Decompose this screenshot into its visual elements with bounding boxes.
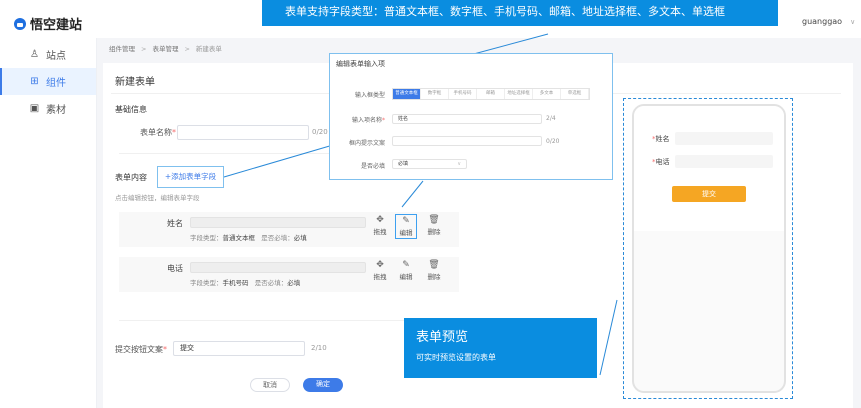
- field-row-phone: 电话 字段类型：手机号码 是否必填：必填 ✥拖拽 ✎编辑 🗑删除: [119, 257, 459, 292]
- user-name: guanggao: [802, 17, 843, 26]
- chevron-down-icon: ∨: [850, 18, 856, 26]
- phone-content: *姓名 *电话 提交: [634, 106, 784, 231]
- field-row-name: 姓名 字段类型：普通文本框 是否必填：必填 ✥拖拽 ✎编辑 🗑删除: [119, 212, 459, 247]
- preview-callout: 表单预览 可实时预览设置的表单: [404, 318, 597, 378]
- field-preview-bar: [190, 262, 366, 273]
- edit-field-dialog: 编辑表单输入项 输入框类型 普通文本框 数字框 手机号码 邮箱 地址选择框 多文…: [329, 53, 613, 180]
- logo[interactable]: 悟空建站: [14, 14, 82, 33]
- preview-input-name[interactable]: [675, 132, 773, 145]
- type-option-text[interactable]: 普通文本框: [393, 89, 421, 99]
- field-meta: 字段类型：手机号码 是否必填：必填: [190, 279, 301, 287]
- breadcrumb-item[interactable]: 表单管理: [152, 45, 179, 53]
- page-title: 新建表单: [115, 77, 155, 88]
- type-selector: 普通文本框 数字框 手机号码 邮箱 地址选择框 多文本 单选框: [392, 88, 590, 100]
- preview-callout-desc: 可实时预览设置的表单: [416, 353, 496, 362]
- chevron-right-icon: >: [141, 45, 147, 53]
- type-option-phone[interactable]: 手机号码: [449, 89, 477, 99]
- breadcrumb-current: 新建表单: [195, 45, 222, 53]
- delete-button[interactable]: 🗑删除: [423, 214, 445, 239]
- delete-button[interactable]: 🗑删除: [423, 259, 445, 284]
- field-meta: 字段类型：普通文本框 是否必填：必填: [190, 234, 307, 242]
- drag-button[interactable]: ✥拖拽: [369, 259, 391, 284]
- submit-text-input[interactable]: 提交: [173, 341, 305, 356]
- sidebar-item-component[interactable]: ⊞ 组件: [0, 68, 96, 95]
- name-input[interactable]: 姓名: [392, 114, 542, 124]
- type-label: 输入框类型: [354, 92, 385, 99]
- material-icon: ▣: [29, 103, 40, 114]
- name-count: 2/4: [546, 115, 556, 122]
- trash-icon: 🗑: [428, 260, 440, 270]
- add-field-button[interactable]: +添加表单字段: [157, 166, 224, 188]
- placeholder-count: 0/20: [546, 138, 560, 145]
- sidebar-item-site[interactable]: ♙ 站点: [0, 41, 96, 68]
- phone-preview: *姓名 *电话 提交: [632, 104, 786, 393]
- chevron-down-icon: ∨: [457, 161, 461, 167]
- trash-icon: 🗑: [428, 215, 440, 225]
- confirm-button[interactable]: 确定: [303, 378, 343, 392]
- type-option-email[interactable]: 邮箱: [477, 89, 505, 99]
- chevron-right-icon: >: [184, 45, 190, 53]
- required-select[interactable]: 必填∨: [392, 159, 467, 169]
- placeholder-input[interactable]: [392, 136, 542, 146]
- drag-icon: ✥: [376, 215, 384, 225]
- section-content: 表单内容: [115, 173, 147, 182]
- preview-input-phone[interactable]: [675, 155, 773, 168]
- edit-button[interactable]: ✎编辑: [395, 259, 417, 284]
- type-option-address[interactable]: 地址选择框: [505, 89, 533, 99]
- preview-label-phone: *电话: [652, 158, 670, 166]
- sidebar-item-label: 站点: [46, 51, 66, 62]
- placeholder-label: 框内提示文案: [348, 140, 385, 147]
- name-label: 输入项名称*: [351, 117, 385, 124]
- preview-submit-button[interactable]: 提交: [672, 186, 746, 202]
- edit-button[interactable]: ✎编辑: [395, 214, 417, 239]
- preview-highlight: [623, 98, 793, 399]
- cancel-button[interactable]: 取消: [250, 378, 290, 392]
- required-label: 是否必填: [360, 163, 385, 170]
- type-option-radio[interactable]: 单选框: [561, 89, 589, 99]
- logo-icon: [14, 17, 26, 30]
- field-preview-bar: [190, 217, 366, 228]
- preview-label-name: *姓名: [652, 135, 670, 143]
- sidebar-item-label: 素材: [46, 105, 66, 116]
- divider: [119, 320, 459, 321]
- submit-text-count: 2/10: [311, 344, 327, 352]
- form-name-count: 0/20: [312, 128, 328, 136]
- breadcrumb: 组件管理 > 表单管理 > 新建表单: [109, 43, 222, 53]
- type-option-textarea[interactable]: 多文本: [533, 89, 561, 99]
- user-menu[interactable]: guanggao ∨: [802, 17, 855, 26]
- field-types-callout: 表单支持字段类型：普通文本框、数字框、手机号码、邮箱、地址选择框、多文本、单选框: [262, 0, 778, 26]
- submit-text-label: 提交按钮文案*: [115, 345, 167, 354]
- form-name-input[interactable]: [177, 125, 309, 140]
- field-name: 姓名: [167, 219, 183, 228]
- drag-icon: ✥: [376, 260, 384, 270]
- form-name-label: 表单名称*: [140, 128, 176, 137]
- type-option-number[interactable]: 数字框: [421, 89, 449, 99]
- component-icon: ⊞: [30, 76, 39, 87]
- logo-text: 悟空建站: [30, 18, 83, 33]
- sidebar-item-material[interactable]: ▣ 素材: [0, 95, 96, 122]
- pencil-icon: ✎: [402, 216, 410, 226]
- field-name: 电话: [167, 264, 183, 273]
- pencil-icon: ✎: [402, 260, 410, 270]
- drag-button[interactable]: ✥拖拽: [369, 214, 391, 239]
- hint-text: 点击编辑按钮，编辑表单字段: [115, 194, 200, 202]
- sidebar: ♙ 站点 ⊞ 组件 ▣ 素材: [0, 38, 97, 408]
- dialog-title: 编辑表单输入项: [336, 60, 385, 68]
- site-icon: ♙: [30, 49, 39, 60]
- section-basic: 基础信息: [115, 105, 147, 114]
- breadcrumb-item[interactable]: 组件管理: [109, 45, 135, 53]
- sidebar-item-label: 组件: [46, 78, 66, 89]
- preview-callout-title: 表单预览: [416, 330, 469, 345]
